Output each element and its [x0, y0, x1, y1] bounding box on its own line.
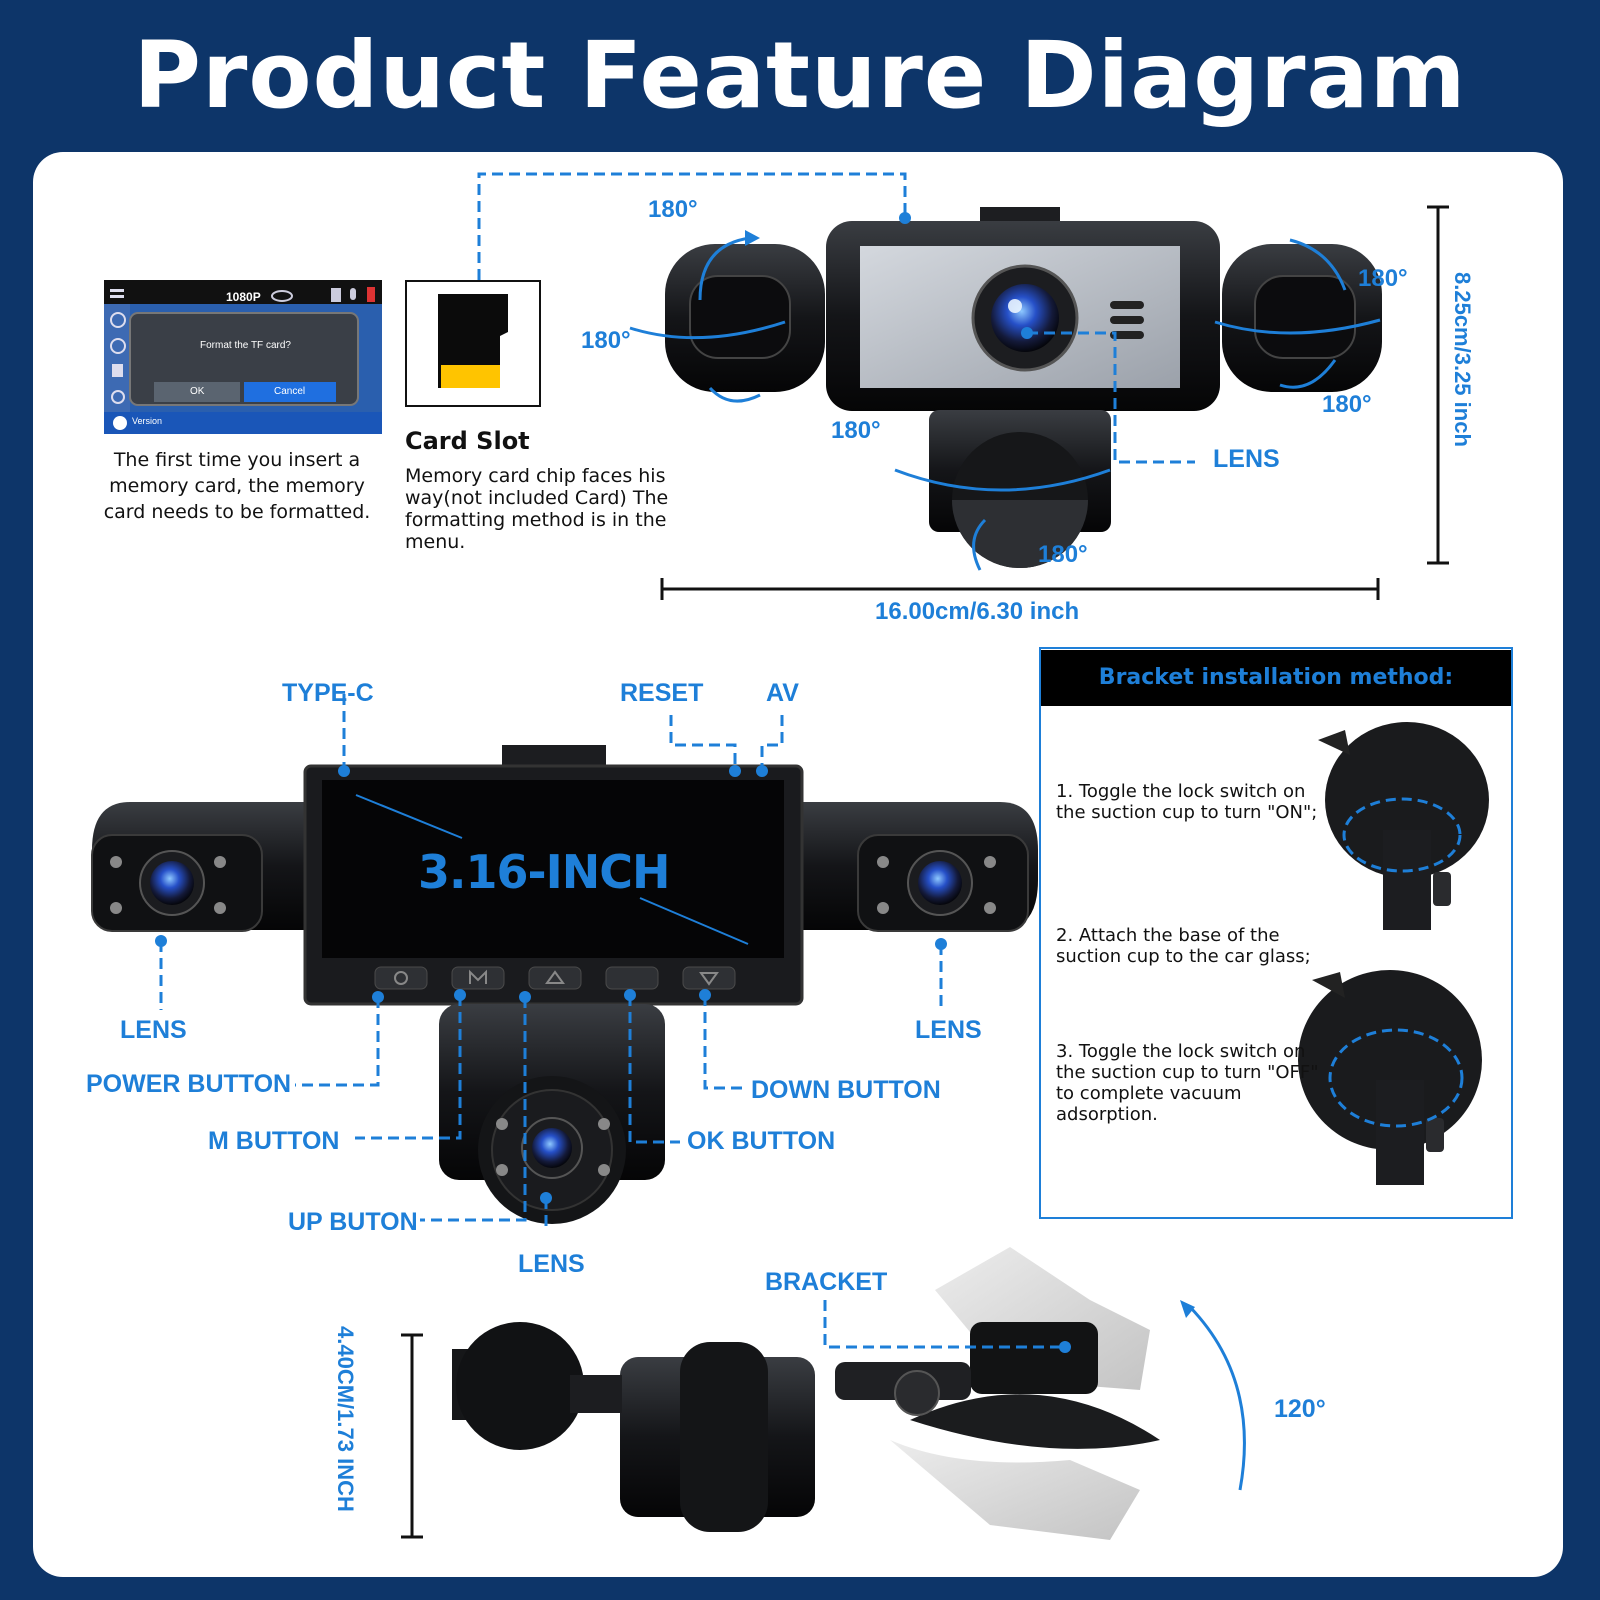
arrow-heads	[745, 230, 1195, 1318]
rotation-label: 180°	[1322, 391, 1372, 418]
top-lens-label: LENS	[1213, 445, 1280, 473]
bracket-panel-frame	[1039, 647, 1513, 1219]
lens-right-label: LENS	[915, 1016, 982, 1044]
annotation-dots	[155, 212, 1071, 1353]
menu-status-icons	[271, 287, 375, 302]
menu-version: Version	[132, 416, 163, 426]
av-label: AV	[766, 679, 799, 707]
install-step: 1. Toggle the lock switch on the suction…	[1056, 781, 1318, 823]
suction-cup-illustrations	[1298, 722, 1489, 1185]
type-c-label: TYPE-C	[282, 679, 374, 707]
menu-dialog-text: Format the TF card?	[200, 340, 291, 351]
card-slot-heading: Card Slot	[405, 427, 530, 455]
format-note: The first time you insert a memory card,…	[103, 449, 371, 523]
menu-side-icons	[110, 289, 126, 404]
m-button-label: M BUTTON	[208, 1127, 340, 1155]
bracket-install-heading: Bracket installation method:	[1041, 650, 1511, 706]
height-dimension: 8.25cm/3.25 inch	[1450, 272, 1475, 447]
rotation-label: 180°	[831, 417, 881, 444]
lens-left-label: LENS	[120, 1016, 187, 1044]
lens-bottom-label: LENS	[518, 1250, 585, 1278]
ok-button-label: OK BUTTON	[687, 1127, 836, 1155]
power-button-label: POWER BUTTON	[86, 1070, 292, 1098]
rotation-label: 180°	[581, 327, 631, 354]
dimension-lines	[401, 205, 1449, 1539]
menu-resolution: 1080P	[226, 290, 261, 304]
bracket-side-illustration	[452, 1247, 1160, 1540]
rotation-label: 180°	[1038, 541, 1088, 568]
depth-dimension: 4.40CM/1.73 INCH	[333, 1326, 358, 1512]
menu-ok-button: OK	[190, 386, 205, 397]
bracket-angle-label: 120°	[1274, 1395, 1326, 1423]
install-step: 3. Toggle the lock switch on the suction…	[1056, 1041, 1319, 1125]
rotation-label: 180°	[648, 196, 698, 223]
reset-label: RESET	[620, 679, 704, 707]
annotation-lines	[159, 172, 1195, 1349]
up-button-label: UP BUTON	[288, 1208, 418, 1236]
down-button-label: DOWN BUTTON	[751, 1076, 941, 1104]
rotation-arcs	[629, 236, 1381, 1491]
page-title: Product Feature Diagram	[133, 22, 1467, 129]
menu-cancel-button: Cancel	[274, 386, 306, 397]
card-slot-description: Memory card chip faces his way(not inclu…	[405, 465, 669, 553]
sd-card-illustration	[405, 280, 541, 407]
bracket-label: BRACKET	[765, 1268, 888, 1296]
install-step: 2. Attach the base of the suction cup to…	[1056, 925, 1311, 967]
menu-screenshot	[104, 280, 382, 434]
width-dimension: 16.00cm/6.30 inch	[875, 598, 1080, 625]
rotation-label: 180°	[1358, 265, 1408, 292]
screen-size-label: 3.16-INCH	[418, 845, 670, 899]
top-camera-illustration	[665, 207, 1382, 568]
front-camera-illustration	[91, 745, 1038, 1224]
